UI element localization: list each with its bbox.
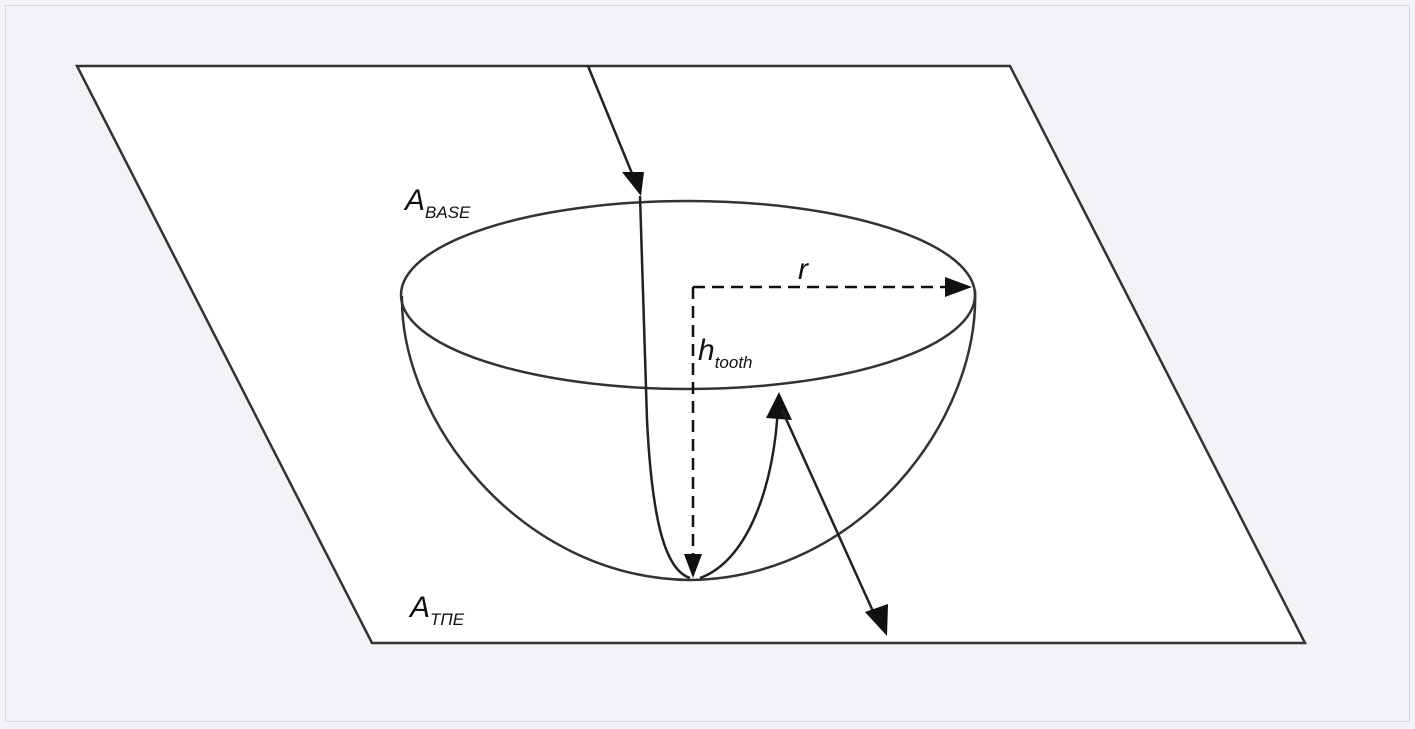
plane — [74, 64, 1308, 645]
exit-ray-arrowhead — [865, 604, 888, 636]
radius-arrowhead — [945, 277, 972, 297]
label-a-base: ABASE — [403, 184, 471, 222]
incident-ray — [586, 65, 642, 194]
exit-ray — [780, 409, 878, 619]
label-r: r — [798, 253, 809, 286]
reflected-ray — [699, 404, 780, 580]
refracted-ray — [638, 195, 691, 580]
label-h-tooth: htooth — [698, 334, 753, 372]
height-arrowhead — [684, 554, 702, 578]
hemisphere-bowl — [400, 289, 977, 582]
reflected-ray-arrowhead — [766, 392, 792, 420]
label-a-tpe: ATПE — [408, 591, 465, 629]
base-ellipse — [399, 199, 977, 391]
incident-ray-arrowhead — [622, 172, 644, 196]
